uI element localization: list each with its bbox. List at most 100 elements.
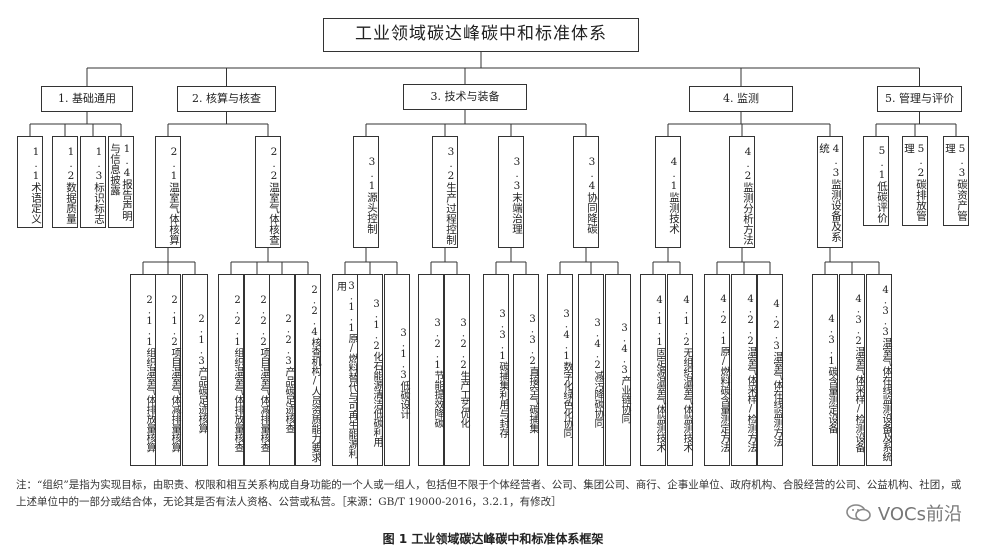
l3-9: 3.1.2化石能源清洁低碳利用 [357, 274, 383, 466]
l1-1-label: 1. 基础通用 [58, 91, 116, 105]
l2-13: 4.3监测设备及系统 [817, 136, 843, 248]
l3-25: 4.3.3温室气体在线监测设备及系统 [866, 274, 892, 466]
l2-2-label: 1.2数据质量 [65, 146, 77, 224]
l2-14-label: 5.1低碳评价 [876, 145, 888, 223]
l3-16: 3.4.2减污降碳协同 [578, 274, 604, 466]
l2-9: 3.3末端治理 [498, 136, 524, 248]
l3-2: 2.1.2项目温室气体减排量核算 [155, 274, 181, 466]
l3-12-label: 3.2.2生产工艺优化 [458, 318, 469, 428]
watermark: VOCs前沿 [846, 500, 962, 526]
l1-5: 5. 管理与评价 [877, 86, 962, 112]
diagram-title-label: 工业领域碳达峰碳中和标准体系 [355, 24, 607, 45]
diagram-title: 工业领域碳达峰碳中和标准体系 [323, 18, 639, 52]
l3-6: 2.2.3产品碳足迹核查 [269, 274, 295, 466]
l3-8: 3.1.1原/燃料替代与可再生能源利用 [332, 274, 358, 466]
l3-7: 2.2.4核查机构/人员资质能力要求 [295, 274, 321, 466]
l3-1: 2.1.1组织温室气体排放量核算 [130, 274, 156, 466]
wechat-icon [846, 504, 871, 522]
l2-15: 5.2碳排放管理 [902, 136, 928, 226]
l3-1-label: 2.1.1组织温室气体排放量核算 [144, 294, 155, 452]
l3-24: 4.3.2温室气体采样/检测设备 [839, 274, 865, 466]
l2-1: 1.1术语定义 [17, 136, 43, 228]
l3-21: 4.2.2温室气体采样/检测方法 [731, 274, 757, 466]
l2-9-label: 3.3末端治理 [511, 156, 523, 234]
l3-13-label: 3.3.1碳捕集利用与封存 [497, 308, 508, 438]
l2-5-label: 2.1温室气体核算 [168, 145, 180, 245]
l2-3: 1.3标识标志 [80, 136, 106, 228]
l3-17: 3.4.3产业链协同 [605, 274, 631, 466]
l3-23-label: 4.3.1碳含量测定设备 [826, 313, 837, 433]
l3-24-label: 4.3.2温室气体采样/检测设备 [853, 294, 864, 452]
l3-21-label: 4.2.2温室气体采样/检测方法 [745, 294, 756, 452]
l1-4: 4. 监测 [689, 86, 793, 112]
l2-16: 5.3碳资产管理 [943, 136, 969, 226]
l2-14: 5.1低碳评价 [863, 136, 889, 226]
l1-5-label: 5. 管理与评价 [885, 91, 954, 105]
l3-5-label: 2.2.2项目温室气体减排量核查 [258, 294, 269, 452]
l3-4-label: 2.2.1组织温室气体排放量核查 [232, 294, 243, 452]
l1-3-label: 3. 技术与装备 [430, 89, 500, 103]
l3-19-label: 4.1.2无组织温室气体监测技术 [681, 294, 692, 452]
l3-20-label: 4.2.1原/燃料碳含量测定方法 [718, 294, 729, 452]
l3-22: 4.2.3温室气体在线监测方法 [757, 274, 783, 466]
l2-10: 3.4协同降碳 [573, 136, 599, 248]
l3-4: 2.2.1组织温室气体排放量核查 [218, 274, 244, 466]
l3-14: 3.3.2直接空气碳捕集 [513, 274, 539, 466]
l2-13-label: 4.3监测设备及系统 [817, 143, 842, 242]
l2-16-label: 5.3碳资产管理 [943, 143, 968, 221]
l3-3-label: 2.1.3产品碳足迹核算 [196, 313, 207, 433]
l2-15-label: 5.2碳排放管理 [902, 143, 927, 221]
l2-11: 4.1监测技术 [655, 136, 681, 248]
l1-2-label: 2. 核算与核查 [192, 91, 261, 105]
l3-18-label: 4.1.1固定源温室气体监测技术 [654, 294, 665, 452]
l3-12: 3.2.2生产工艺优化 [444, 274, 470, 466]
l3-11: 3.2.1节能提效降碳 [418, 274, 444, 466]
l2-4: 1.4报告声明与信息披露 [108, 136, 134, 228]
footnote: 注：“组织”是指为实现目标，由职责、权限和相互关系构成自身功能的一个人或一组人，… [16, 479, 962, 508]
l3-17-label: 3.4.3产业链协同 [619, 323, 630, 423]
l2-10-label: 3.4协同降碳 [586, 156, 598, 234]
l1-3: 3. 技术与装备 [403, 84, 527, 110]
l2-6: 2.2温室气体核查 [255, 136, 281, 248]
l3-10: 3.1.3低碳设计 [384, 274, 410, 466]
watermark-text: VOCs前沿 [877, 504, 962, 525]
l3-6-label: 2.2.3产品碳足迹核查 [283, 313, 294, 433]
l3-11-label: 3.2.1节能提效降碳 [432, 318, 443, 428]
l3-18: 4.1.1固定源温室气体监测技术 [640, 274, 666, 466]
l2-7-label: 3.1源头控制 [366, 156, 378, 234]
l3-16-label: 3.4.2减污降碳协同 [592, 318, 603, 428]
l2-8: 3.2生产过程控制 [432, 136, 458, 248]
l1-1: 1. 基础通用 [41, 86, 133, 112]
l1-4-label: 4. 监测 [723, 91, 759, 105]
l3-25-label: 4.3.3温室气体在线监测设备及系统 [880, 285, 891, 461]
l2-7: 3.1源头控制 [353, 136, 379, 248]
l3-23: 4.3.1碳含量测定设备 [812, 274, 838, 466]
l2-3-label: 1.3标识标志 [93, 146, 105, 224]
l2-1-label: 1.1术语定义 [30, 146, 42, 224]
l3-15: 3.4.1数字化绿色化协同 [547, 274, 573, 466]
l3-9-label: 3.1.2化石能源清洁低碳利用 [371, 299, 382, 447]
l3-5: 2.2.2项目温室气体减排量核查 [244, 274, 270, 466]
l3-20: 4.2.1原/燃料碳含量测定方法 [704, 274, 730, 466]
l3-7-label: 2.2.4核查机构/人员资质能力要求 [309, 284, 320, 462]
figure-caption: 图 1 工业领域碳达峰碳中和标准体系框架 [382, 532, 604, 546]
l3-13: 3.3.1碳捕集利用与封存 [483, 274, 509, 466]
l2-4-label: 1.4报告声明与信息披露 [108, 143, 133, 221]
l2-6-label: 2.2温室气体核查 [268, 145, 280, 245]
l3-22-label: 4.2.3温室气体在线监测方法 [771, 299, 782, 447]
l3-10-label: 3.1.3低碳设计 [398, 327, 409, 419]
l1-2: 2. 核算与核查 [177, 86, 276, 112]
l2-2: 1.2数据质量 [52, 136, 78, 228]
l2-11-label: 4.1监测技术 [668, 156, 680, 234]
l3-15-label: 3.4.1数字化绿色化协同 [561, 308, 572, 438]
l3-2-label: 2.1.2项目温室气体减排量核算 [169, 294, 180, 452]
l2-12-label: 4.2监测分析方法 [742, 145, 754, 245]
l2-5: 2.1温室气体核算 [155, 136, 181, 248]
l3-14-label: 3.3.2直接空气碳捕集 [527, 313, 538, 433]
l3-19: 4.1.2无组织温室气体监测技术 [667, 274, 693, 466]
l2-8-label: 3.2生产过程控制 [445, 145, 457, 245]
l3-8-label: 3.1.1原/燃料替代与可再生能源利用 [334, 281, 358, 458]
l2-12: 4.2监测分析方法 [729, 136, 755, 248]
